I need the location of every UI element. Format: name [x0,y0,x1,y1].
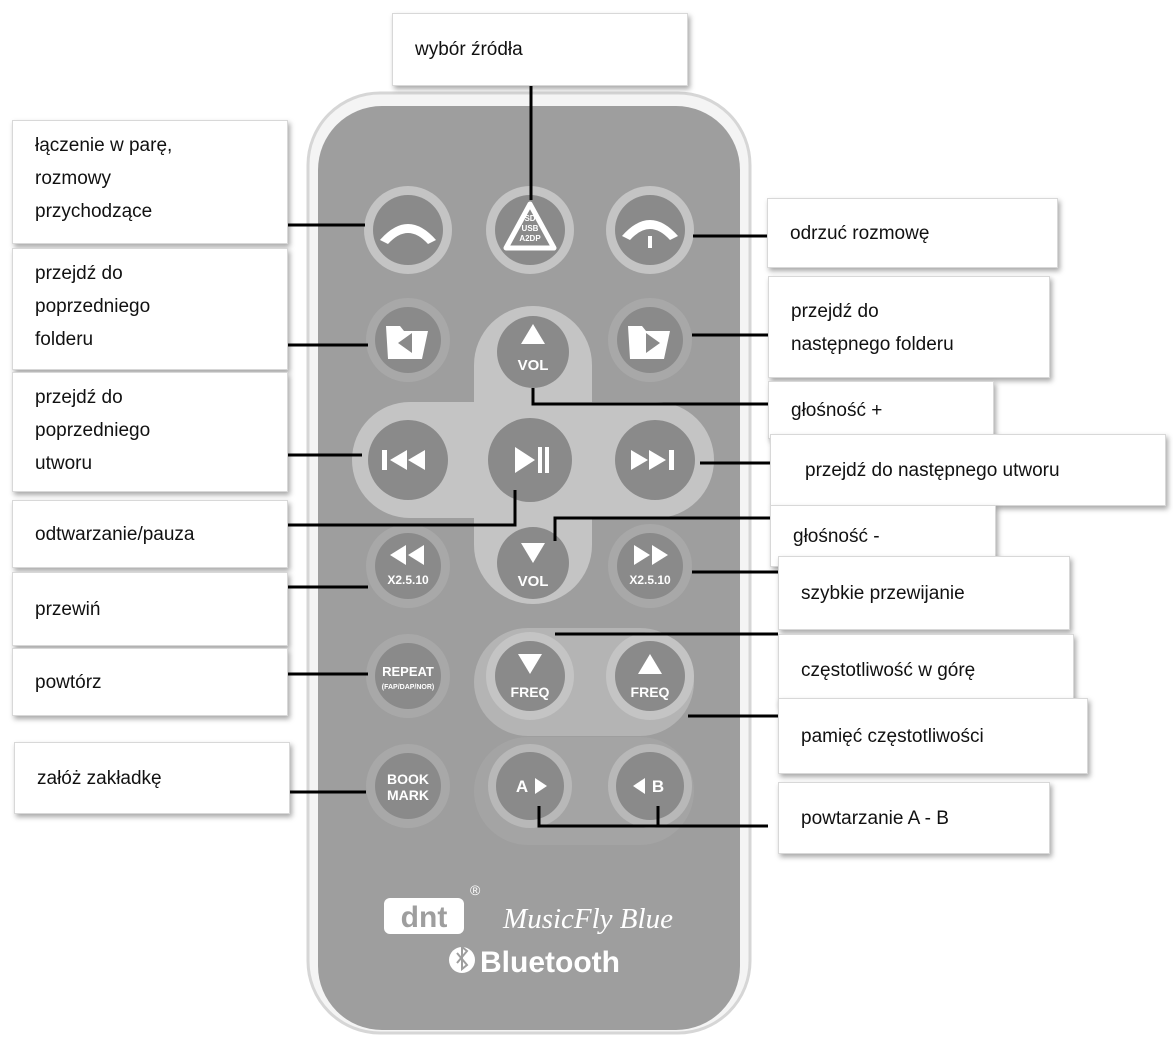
leader-lines [288,84,778,828]
fast-forward-icon [634,545,668,565]
vol-down-button[interactable]: VOL [497,527,569,599]
rewind-icon [390,545,424,565]
call-accept-button[interactable] [364,186,452,274]
play-pause-button[interactable] [488,418,572,502]
label-freq-memory: pamięć częstotliwości [778,698,1088,774]
book-text: BOOK [387,771,429,787]
skip-forward-icon [631,450,674,470]
triangle-up-icon [521,324,545,344]
repeat-button[interactable]: REPEAT (FAP/DAP/NOR) [366,634,450,718]
label-next-track: przejdź do następnego utworu [770,434,1166,506]
label-pairing: łączenie w parę, rozmowy przychodzące [12,120,288,244]
vol-up-button[interactable]: VOL [497,316,569,388]
model-name: MusicFly Blue [502,903,673,935]
rewind-speed-text: X2.5.10 [387,573,429,587]
label-rewind: przewiń [12,572,288,646]
phone-icon [380,224,436,244]
source-a2dp: A2DP [519,234,541,243]
label-reject: odrzuć rozmowę [767,198,1058,268]
cycle-icon [503,201,557,251]
source-button[interactable]: SD USB A2DP [486,186,574,274]
prev-folder-button[interactable] [366,298,450,382]
ab-a-button[interactable]: A [488,744,572,828]
brand-logo: dnt ® [384,882,481,934]
label-play-pause: odtwarzanie/pauza [12,500,288,568]
label-prev-folder: przejdź do poprzedniego folderu [12,248,288,370]
source-usb: USB [522,224,539,233]
label-ab-repeat: powtarzanie A - B [778,782,1050,854]
label-repeat: powtórz [12,648,288,716]
label-source: wybór źródła [392,13,688,86]
ab-b-text: B [652,777,664,796]
freq-up-button[interactable]: FREQ [606,632,694,720]
fast-forward-button[interactable]: X2.5.10 [608,524,692,608]
prev-track-button[interactable] [368,420,448,500]
freq-up-text: FREQ [631,684,670,700]
label-bookmark: załóż zakładkę [14,742,290,814]
bluetooth-text: Bluetooth [480,946,620,979]
repeat-sub-text: (FAP/DAP/NOR) [382,684,435,691]
ab-b-button[interactable]: B [608,744,692,828]
rewind-button[interactable]: X2.5.10 [366,524,450,608]
mark-text: MARK [387,787,429,803]
bluetooth-logo: Bluetooth [449,944,620,979]
next-track-button[interactable] [615,420,695,500]
next-folder-button[interactable] [608,298,692,382]
play-pause-icon [515,447,549,473]
bookmark-button[interactable]: BOOK MARK [366,744,450,828]
vol-up-text: VOL [518,357,549,374]
ff-speed-text: X2.5.10 [629,573,671,587]
vol-down-text: VOL [518,573,549,590]
triangle-up-icon [638,654,662,674]
triangle-right-icon [535,778,547,794]
label-prev-track: przejdź do poprzedniego utworu [12,372,288,492]
label-fast-forward: szybkie przewijanie [778,556,1070,630]
triangle-down-icon [518,654,542,674]
registered-mark: ® [470,882,481,898]
ab-a-text: A [516,777,528,796]
label-vol-up: głośność + [768,381,994,439]
repeat-text: REPEAT [382,664,434,679]
triangle-left-icon [633,778,645,794]
phone-hangup-icon [622,220,678,240]
label-freq-up: częstotliwość w górę [778,634,1074,706]
skip-back-icon [382,450,425,470]
brand-text: dnt [401,901,448,934]
label-next-folder: przejdź do następnego folderu [768,276,1050,378]
freq-down-button[interactable]: FREQ [486,632,574,720]
source-sd: SD [524,214,535,223]
call-reject-button[interactable] [606,186,694,274]
freq-down-text: FREQ [511,684,550,700]
triangle-down-icon [521,543,545,563]
